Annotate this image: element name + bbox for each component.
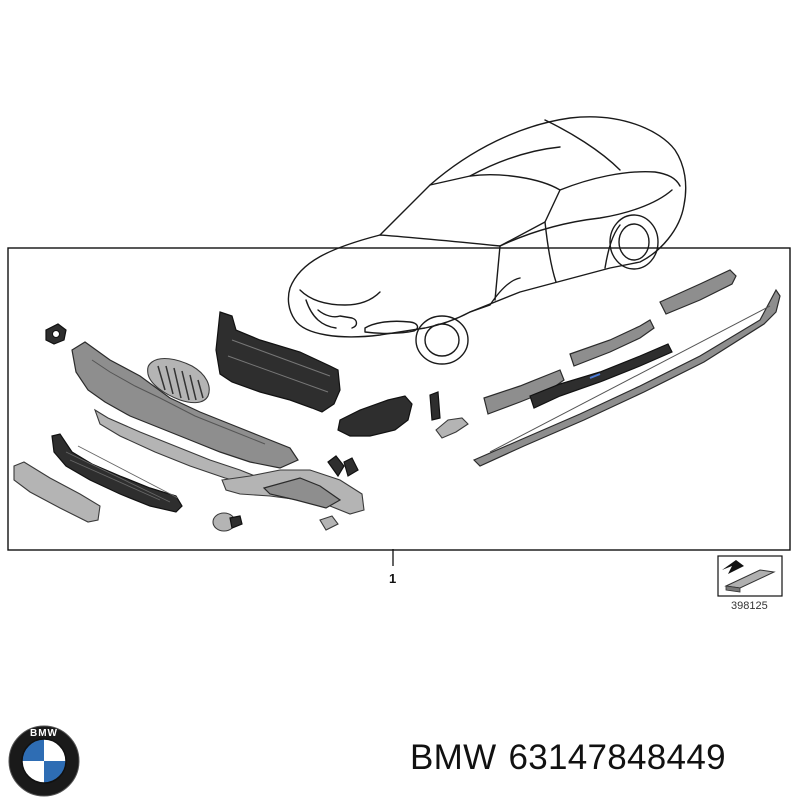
mounting-bracket-small <box>45 323 67 345</box>
callout-label: 1 <box>389 571 396 586</box>
part-caption: BMW 63147848449 <box>410 738 738 778</box>
reference-icon <box>717 555 783 597</box>
door-sill-trim <box>529 343 673 409</box>
kidney-grille <box>147 357 210 404</box>
side-air-duct <box>337 395 413 437</box>
part-number: 63147848449 <box>508 738 726 777</box>
underbody-panel <box>221 455 365 531</box>
front-lip-spoiler <box>13 461 101 523</box>
air-duct-bracket <box>215 311 341 413</box>
side-skirt <box>472 288 781 467</box>
reference-number: 398125 <box>731 600 768 612</box>
fog-lamp-cover <box>212 512 243 532</box>
diagram-frame <box>7 247 791 551</box>
lower-center-grille <box>51 433 183 513</box>
bmw-logo: BMW <box>8 725 80 797</box>
car-outline <box>287 116 687 365</box>
brand-name: BMW <box>410 738 497 777</box>
side-sill-bracket-set <box>483 269 737 415</box>
clip-bracket-1 <box>429 391 469 439</box>
logo-lettering: BMW <box>30 728 58 739</box>
